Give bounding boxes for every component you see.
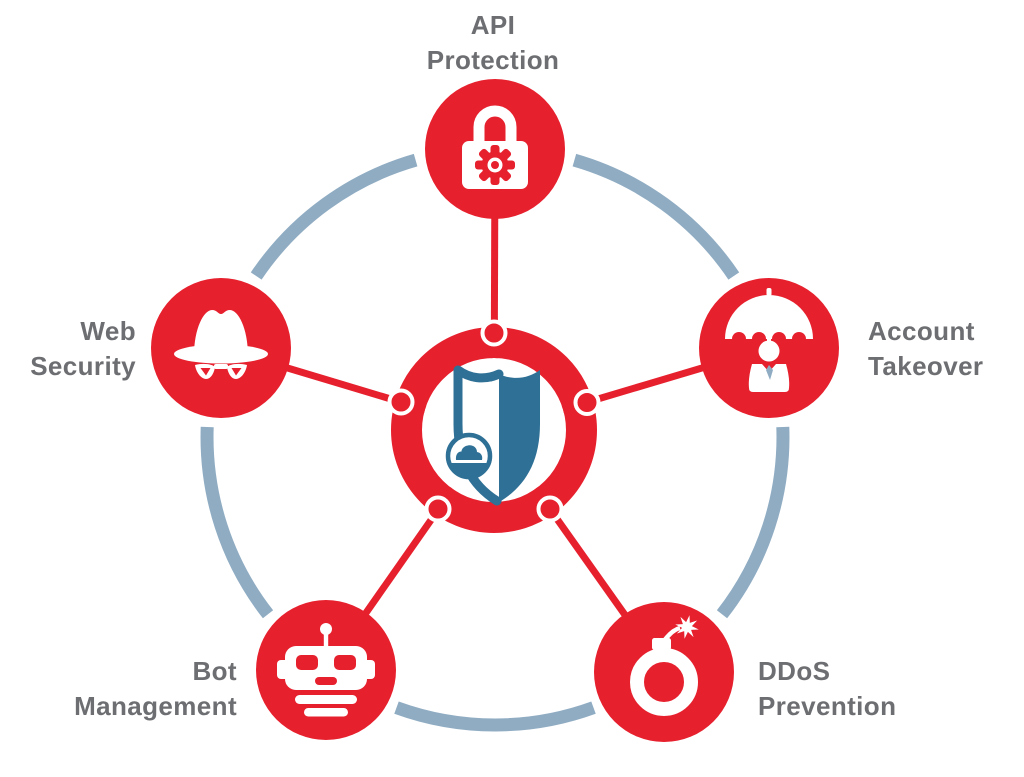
node-ddos-prevention: [594, 602, 734, 742]
arc-bottom: [394, 701, 596, 732]
shield-left-outline: [453, 365, 504, 506]
connector-dot-bottom-left: [424, 495, 452, 523]
connector-dot-top: [480, 319, 508, 347]
label-api-protection: API Protection: [426, 10, 560, 75]
arc-top-left: [250, 153, 418, 280]
bomb-icon: [630, 615, 699, 716]
arc-right: [716, 426, 790, 619]
central-hub: [387, 319, 601, 533]
node-account-takeover: [699, 278, 839, 418]
connector-dots: [387, 319, 601, 523]
cloud-badge-chord: [449, 463, 489, 478]
arc-top-right: [572, 153, 740, 280]
node-circle: [594, 602, 734, 742]
robot-icon: [277, 623, 375, 717]
cloud-shape: [455, 445, 483, 460]
connector-dot-left: [387, 388, 415, 416]
label-ddos-prevention: DDoS Prevention: [758, 656, 897, 721]
connector-dot-right: [573, 389, 601, 416]
shield-cloud-icon: [445, 365, 540, 506]
node-api-protection: [425, 79, 565, 219]
spy-hat-icon: [174, 310, 268, 379]
lock-gear-icon: [462, 105, 528, 189]
connector-dot-bottom-right: [536, 495, 564, 523]
label-web-security: Web Security: [30, 316, 136, 381]
label-bot-management: Bot Management: [74, 656, 237, 721]
label-account-takeover: Account Takeover: [868, 316, 984, 381]
umbrella-person-icon: [725, 288, 813, 392]
outer-circle-arcs: [200, 153, 790, 732]
arc-left: [200, 426, 274, 619]
cloud-badge: [445, 432, 493, 480]
shield-right-half: [499, 370, 540, 502]
node-web-security: [151, 278, 291, 418]
node-bot-management: [256, 600, 396, 740]
